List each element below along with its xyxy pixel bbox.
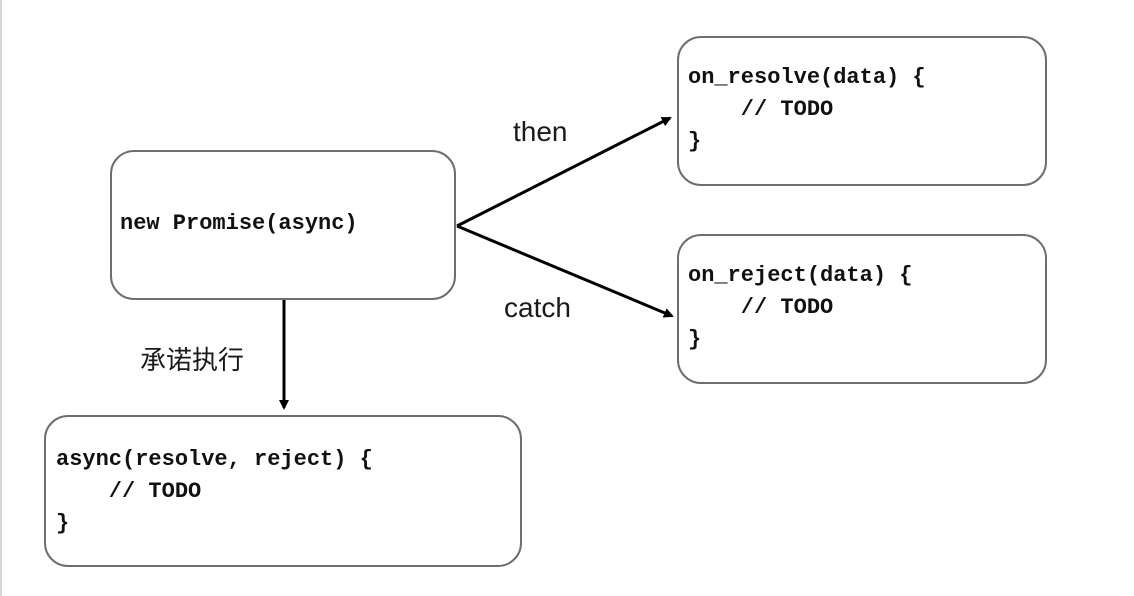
on-reject-line-2: // TODO <box>688 295 834 320</box>
on-resolve-line-1: on_resolve(data) { <box>688 65 926 90</box>
catch-arrow <box>456 224 674 318</box>
async-node <box>44 415 522 567</box>
promise-node <box>110 150 456 300</box>
async-line-1: async(resolve, reject) { <box>56 447 373 472</box>
async-line-3: } <box>56 511 70 536</box>
on-reject-node <box>677 234 1047 384</box>
on-resolve-node <box>677 36 1047 186</box>
promise-node-label: new Promise(async) <box>120 211 358 236</box>
on-reject-line-1: on_reject(data) { <box>688 263 913 288</box>
then-label: then <box>513 116 568 147</box>
async-line-2: // TODO <box>56 479 202 504</box>
execute-label: 承诺执行 <box>140 346 245 376</box>
on-resolve-line-3: } <box>688 129 702 154</box>
then-arrow <box>456 116 672 228</box>
on-reject-line-3: } <box>688 327 702 352</box>
catch-label: catch <box>504 292 571 323</box>
on-resolve-line-2: // TODO <box>688 97 834 122</box>
